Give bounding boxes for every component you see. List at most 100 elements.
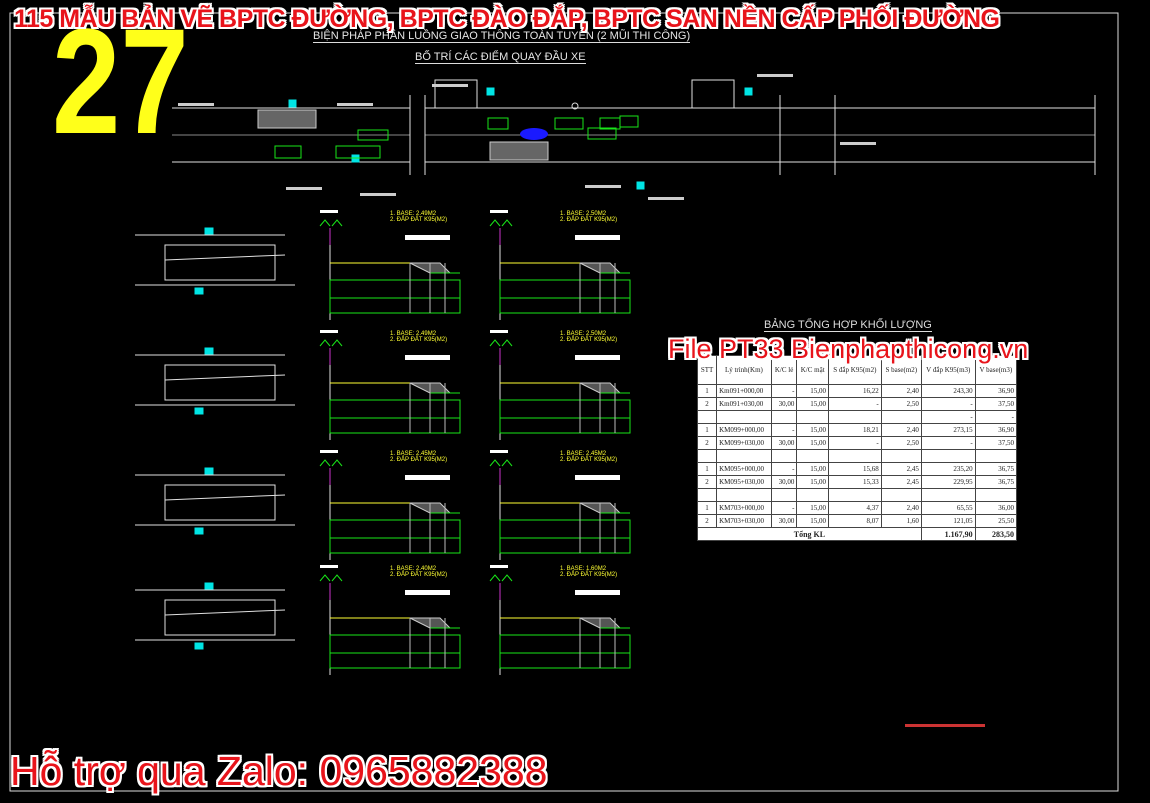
table-cell: 18,21 <box>828 423 882 437</box>
table-cell: 15,00 <box>796 501 830 515</box>
section-id-label <box>320 330 338 333</box>
table-cell: KM099+000,00 <box>716 423 772 437</box>
data-band <box>499 279 631 299</box>
table-cell: 243,30 <box>920 384 976 398</box>
section-base-label: 1. BASE: 2.50M2 <box>560 331 607 337</box>
table-cell: 1 <box>696 384 718 398</box>
section-mark-icon <box>319 339 343 347</box>
section-base-label: 1. BASE: 2.49M2 <box>390 331 437 337</box>
drawing-number: 27 <box>52 0 189 165</box>
table-cell: KM095+030,00 <box>716 475 772 489</box>
level-label <box>405 475 450 480</box>
section-fill-label: 2. ĐẮP ĐẤT K95(M2) <box>560 570 617 578</box>
cyan-tag <box>194 287 204 295</box>
section-base-label: 1. BASE: 1.60M2 <box>560 566 607 572</box>
data-band <box>329 297 461 314</box>
table-cell <box>920 449 976 463</box>
section-id-label <box>490 210 508 213</box>
cyan-tag <box>204 467 214 475</box>
section-mark-icon <box>489 219 513 227</box>
table-cell <box>974 488 1018 502</box>
table-cell: 30,00 <box>770 436 798 450</box>
table-cell: 15,68 <box>828 462 882 476</box>
table-cell <box>828 410 882 424</box>
table-cell <box>880 410 922 424</box>
section-mark-icon <box>489 339 513 347</box>
cyan-tag <box>194 527 204 535</box>
section-base-label: 1. BASE: 2.49M2 <box>390 211 437 217</box>
support-contact: Hỗ trợ qua Zalo: 0965882388 <box>10 748 548 794</box>
table-cell <box>796 449 830 463</box>
level-label <box>405 590 450 595</box>
cyan-tag <box>636 181 645 190</box>
level-label <box>405 355 450 360</box>
table-cell: 1 <box>696 501 718 515</box>
data-band <box>499 652 631 669</box>
section-base-label: 1. BASE: 2.40M2 <box>390 566 437 572</box>
drawing-title: BIỆN PHÁP PHÂN LUỒNG GIAO THÔNG TOÀN TUY… <box>313 30 691 43</box>
table-cell: - <box>920 410 976 424</box>
cyan-tag <box>744 87 753 96</box>
section-base-label: 1. BASE: 2.50M2 <box>560 211 607 217</box>
section-base-label: 1. BASE: 2.45M2 <box>560 451 607 457</box>
table-row <box>696 449 1018 463</box>
work-zone-hatch <box>489 141 549 161</box>
table-cell: 1,60 <box>880 514 922 528</box>
banner-title: 115 MẪU BẢN VẼ BPTC ĐƯỜNG, BPTC ĐÀO ĐẮP,… <box>14 5 1000 33</box>
table-cell: - <box>828 397 882 411</box>
table-cell <box>796 410 830 424</box>
vehicle-icon <box>587 127 617 140</box>
vehicle-icon <box>554 117 584 130</box>
section-id-label <box>320 565 338 568</box>
cyan-tag <box>204 227 214 235</box>
table-cell <box>696 410 718 424</box>
section-fill-label: 2. ĐẮP ĐẤT K95(M2) <box>390 455 447 463</box>
cad-label <box>840 142 876 145</box>
cad-line <box>164 609 286 616</box>
table-cell: 15,00 <box>796 475 830 489</box>
table-cell: 37,50 <box>974 436 1018 450</box>
vehicle-blue-icon <box>520 128 548 140</box>
vehicle-icon <box>487 117 509 130</box>
drawing-frame <box>9 12 1119 792</box>
road-profile <box>164 599 276 636</box>
table-cell <box>770 410 798 424</box>
column-header: V đắp K95(m3) <box>920 355 976 385</box>
section-fill-label: 2. ĐẮP ĐẤT K95(M2) <box>560 335 617 343</box>
section-fill-label: 2. ĐẮP ĐẤT K95(M2) <box>560 455 617 463</box>
cyan-tag <box>194 407 204 415</box>
column-header: Lý trình(Km) <box>716 355 772 385</box>
cad-label <box>178 103 214 106</box>
road-profile <box>164 364 276 401</box>
table-cell <box>716 449 772 463</box>
data-band <box>329 279 461 299</box>
table-cell: - <box>770 501 798 515</box>
cyan-tag <box>288 99 297 108</box>
table-cell: KM095+000,00 <box>716 462 772 476</box>
section-mark-icon <box>489 574 513 582</box>
table-cell <box>920 488 976 502</box>
table-cell: 36,90 <box>974 384 1018 398</box>
data-band <box>329 652 461 669</box>
cyan-tag <box>194 642 204 650</box>
section-mark-icon <box>489 459 513 467</box>
cad-label <box>337 103 373 106</box>
cyan-tag <box>486 87 495 96</box>
table-cell: 36,75 <box>974 462 1018 476</box>
cad-line <box>164 494 286 501</box>
table-cell <box>880 449 922 463</box>
file-tag: File PT33 Bienphapthicong.vn <box>668 334 1029 364</box>
table-cell: 15,00 <box>796 436 830 450</box>
table-cell: 2,40 <box>880 384 922 398</box>
table-cell <box>696 449 718 463</box>
table-cell: - <box>920 436 976 450</box>
table-cell: 36,00 <box>974 501 1018 515</box>
table-cell: 2 <box>696 514 718 528</box>
